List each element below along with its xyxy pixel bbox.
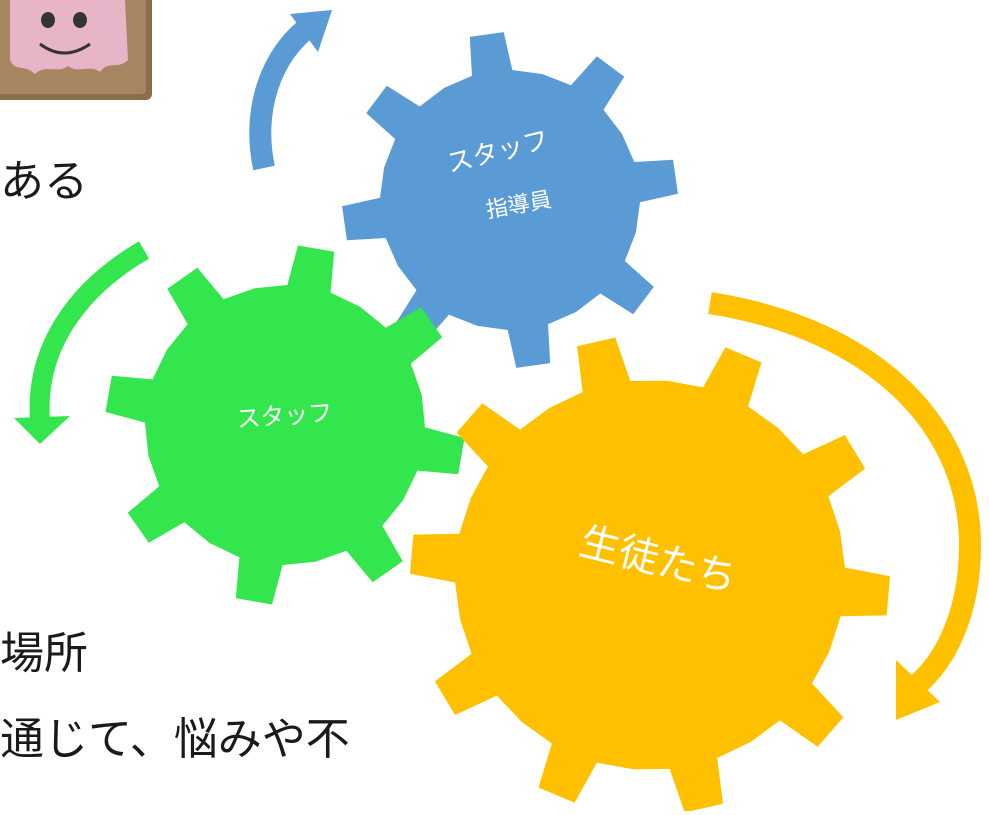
green-arrow — [29, 241, 150, 421]
blue-gear-shape — [342, 32, 678, 368]
body-text-fragment-basho: 場所 — [0, 628, 88, 679]
blue-arrowhead — [290, 10, 332, 52]
green-arrowhead — [14, 416, 70, 444]
blue-arrow — [249, 15, 319, 171]
body-text-fragment-aru: ある — [0, 156, 88, 207]
ghost-icon — [10, 0, 128, 74]
orange-arrow — [708, 292, 982, 700]
orange-gear-shape — [410, 337, 890, 813]
green-gear — [105, 245, 465, 605]
blue-gear — [342, 32, 678, 368]
orange-arrowhead — [896, 660, 940, 720]
body-text-fragment-tsujite: 通じて、悩みや不 — [0, 714, 350, 765]
ghost-photo — [0, 0, 152, 100]
green-gear-shape — [105, 245, 465, 605]
green-gear-label: スタッフ — [236, 399, 334, 434]
orange-gear — [410, 337, 890, 813]
